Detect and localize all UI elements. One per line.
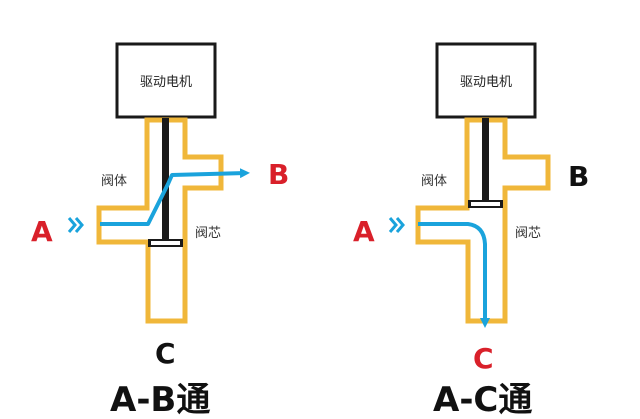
flow-arrow-a-to-c	[418, 222, 490, 328]
caption-a-b: A-B通	[110, 380, 210, 419]
inlet-chevron-icon	[395, 217, 405, 233]
valve-stem	[162, 118, 169, 242]
port-b-label: B	[568, 160, 589, 193]
valve-body-label: 阀体	[421, 174, 447, 189]
valve-core-label: 阀芯	[195, 226, 221, 241]
drive-motor-box	[115, 42, 217, 119]
drive-motor-box	[435, 42, 537, 119]
valve-core-plate-inner	[151, 241, 180, 245]
port-c-label: C	[473, 342, 494, 375]
valve-body-label: 阀体	[101, 174, 127, 189]
port-c-label: C	[155, 337, 176, 370]
valve-stem	[482, 118, 489, 202]
diagram-a-b: 驱动电机 阀体 阀芯 A B C A-B通	[31, 42, 289, 419]
valve-core-label: 阀芯	[515, 226, 541, 241]
valve-body-outline	[96, 117, 224, 324]
valve-core-plate-inner	[471, 202, 500, 206]
drive-motor-label: 驱动电机	[460, 75, 512, 90]
inlet-chevron-icon	[67, 217, 77, 233]
port-a-label: A	[31, 215, 53, 248]
caption-a-c: A-C通	[433, 380, 532, 419]
inlet-chevron-icon	[388, 217, 398, 233]
port-b-label: B	[268, 158, 289, 191]
inlet-chevron-icon	[74, 217, 84, 233]
flow-arrow-a-to-b	[100, 168, 250, 226]
diagram-a-c: 驱动电机 阀体 阀芯 A B C A-C通	[353, 42, 589, 419]
valve-body-outline	[415, 117, 551, 324]
port-a-label: A	[353, 215, 375, 248]
drive-motor-label: 驱动电机	[140, 75, 192, 90]
